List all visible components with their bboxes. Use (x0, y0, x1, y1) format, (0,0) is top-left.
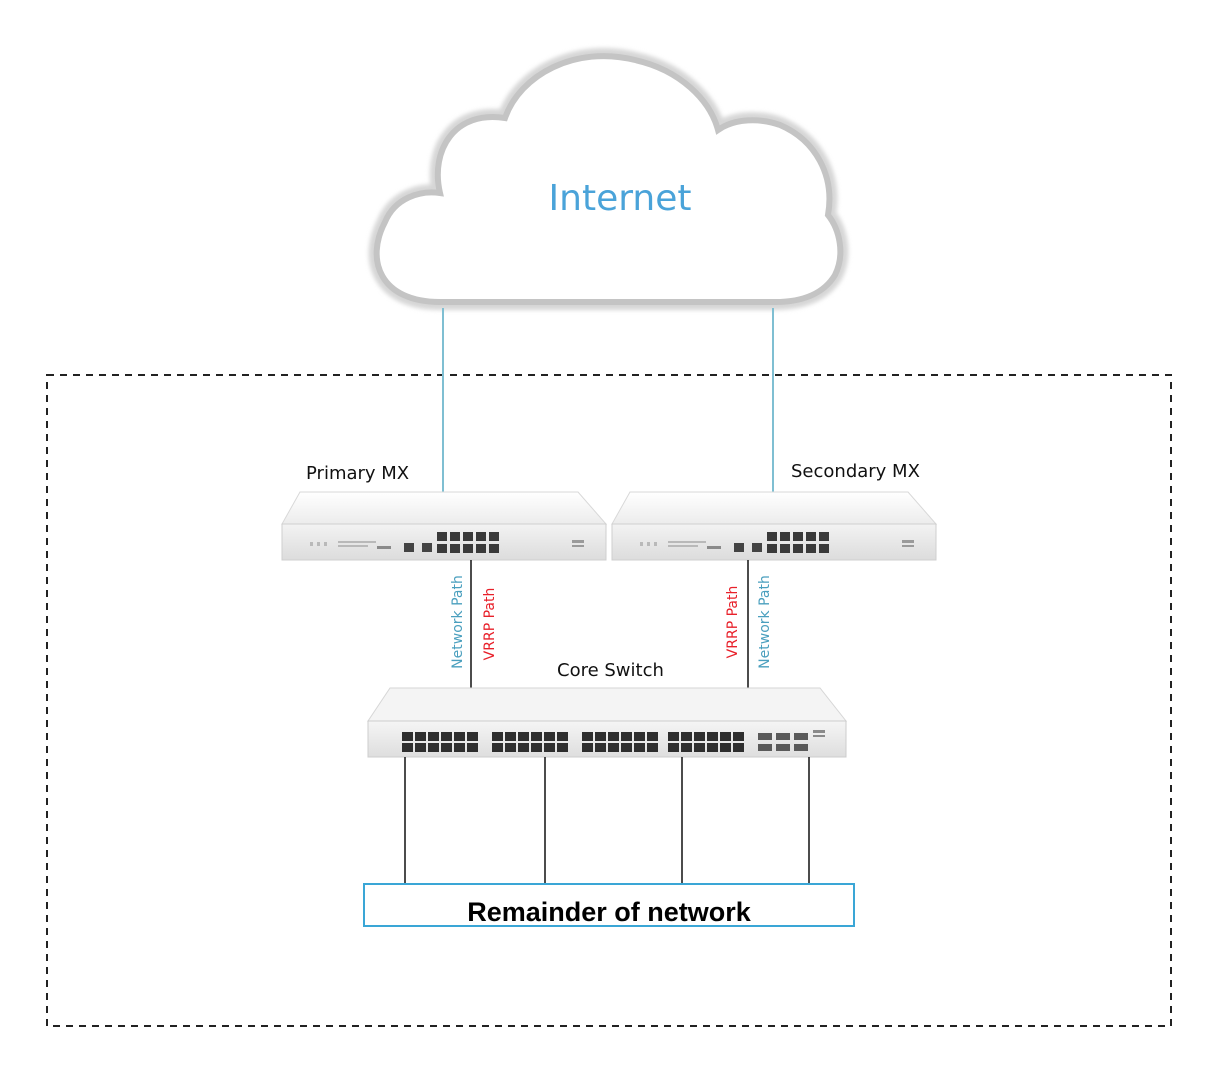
switch-port (720, 732, 731, 741)
switch-port (518, 743, 529, 752)
switch-port (621, 743, 632, 752)
switch-port (544, 732, 555, 741)
switch-port (582, 732, 593, 741)
switch-port (595, 732, 606, 741)
switch-port (621, 732, 632, 741)
switch-port (557, 743, 568, 752)
switch-port (681, 732, 692, 741)
internet-label: Internet (549, 178, 692, 219)
primary-mx-appliance (281, 491, 608, 561)
switch-port (733, 743, 744, 752)
switch-port (492, 732, 503, 741)
switch-port (415, 732, 426, 741)
switch-port (428, 732, 439, 741)
primary-vrrp-path-label: VRRP Path (482, 588, 498, 661)
switch-port (694, 743, 705, 752)
switch-port (634, 732, 645, 741)
switch-port (467, 732, 478, 741)
switch-port (441, 732, 452, 741)
switch-port (531, 732, 542, 741)
switch-port (505, 743, 516, 752)
primary-mx-label: Primary MX (306, 463, 409, 484)
switch-port (441, 743, 452, 752)
switch-port (720, 743, 731, 752)
switch-port (492, 743, 503, 752)
switch-port (681, 743, 692, 752)
switch-port (454, 732, 465, 741)
switch-port (733, 732, 744, 741)
switch-port (557, 732, 568, 741)
switch-port (668, 743, 679, 752)
core-switch (367, 687, 848, 758)
switch-port (647, 732, 658, 741)
secondary-vrrp-path-label: VRRP Path (725, 586, 741, 659)
switch-port (454, 743, 465, 752)
switch-port (505, 732, 516, 741)
remainder-label: Remainder of network (467, 897, 752, 927)
switch-port (518, 732, 529, 741)
switch-port (428, 743, 439, 752)
switch-port (694, 732, 705, 741)
switch-port (634, 743, 645, 752)
switch-port (402, 743, 413, 752)
remainder-box (363, 883, 855, 927)
downlinks (404, 757, 810, 883)
core-switch-label: Core Switch (557, 660, 664, 681)
switch-port (608, 732, 619, 741)
internet-cloud: Internet (368, 48, 849, 310)
switch-port (415, 743, 426, 752)
switch-port (595, 743, 606, 752)
site-boundary (46, 374, 1172, 1027)
switch-port (707, 732, 718, 741)
switch-port (647, 743, 658, 752)
switch-port (402, 732, 413, 741)
switch-port (544, 743, 555, 752)
secondary-network-path-label: Network Path (757, 575, 773, 669)
switch-port (707, 743, 718, 752)
switch-port (608, 743, 619, 752)
primary-network-path-label: Network Path (450, 575, 466, 669)
secondary-mx-appliance (611, 491, 938, 561)
switch-port (531, 743, 542, 752)
switch-port (467, 743, 478, 752)
switch-port (582, 743, 593, 752)
switch-port (668, 732, 679, 741)
secondary-mx-label: Secondary MX (791, 461, 920, 482)
